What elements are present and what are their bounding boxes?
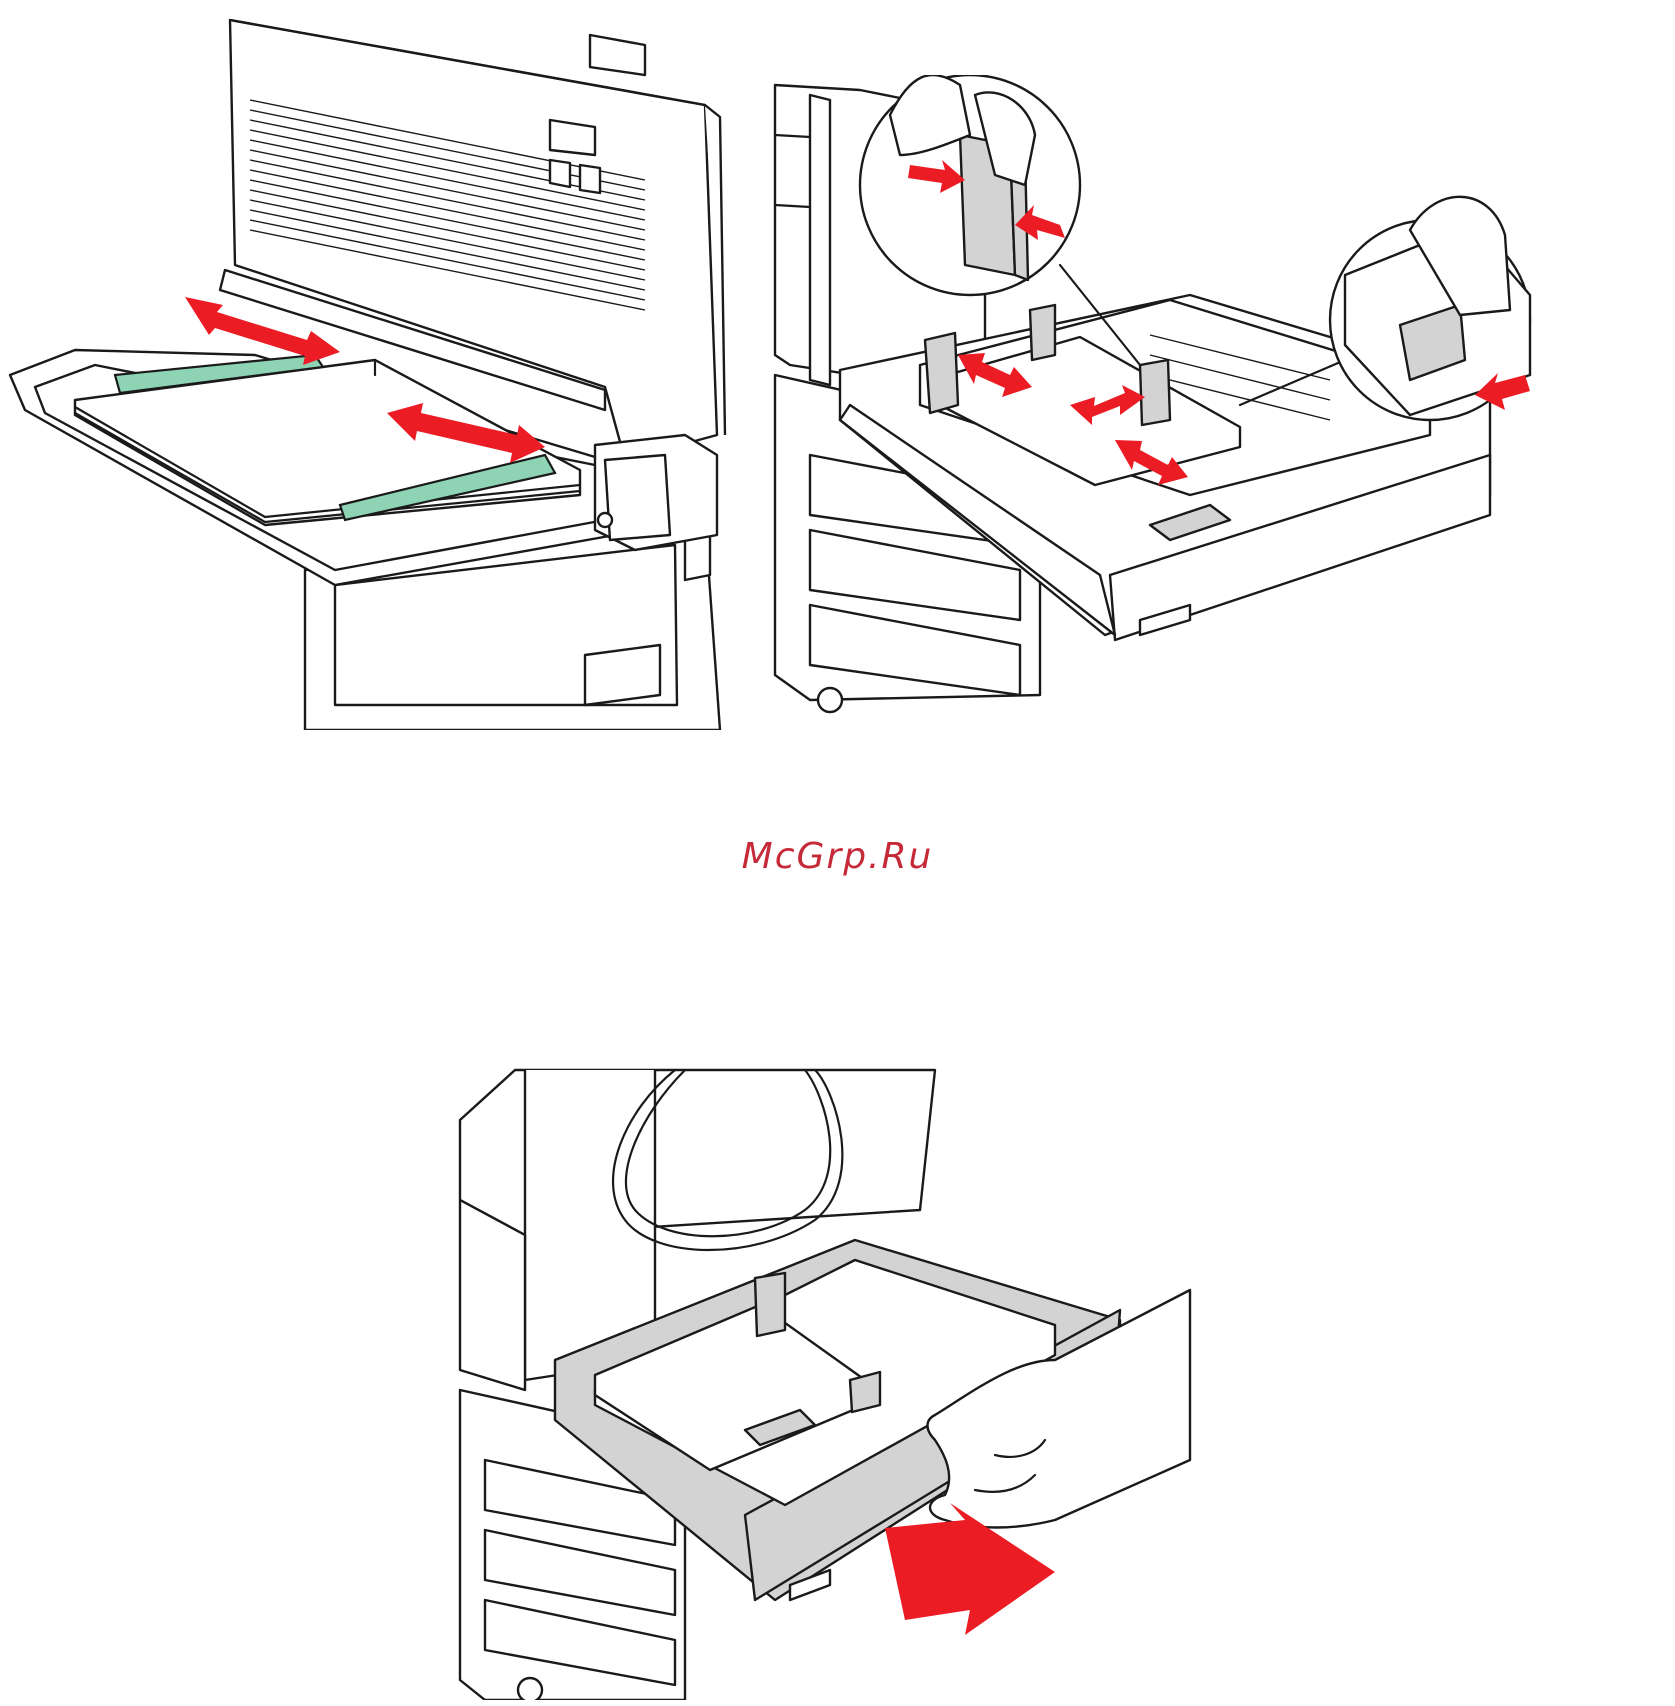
bypass-tray-illustration [5,15,727,730]
magnifier-callout [1330,197,1530,420]
watermark-text: McGrp.Ru [0,836,1675,877]
paper-tray-insertion-illustration [455,1060,1195,1700]
paper-tray-guides-illustration [770,75,1670,715]
magnifier-callout [860,75,1080,295]
